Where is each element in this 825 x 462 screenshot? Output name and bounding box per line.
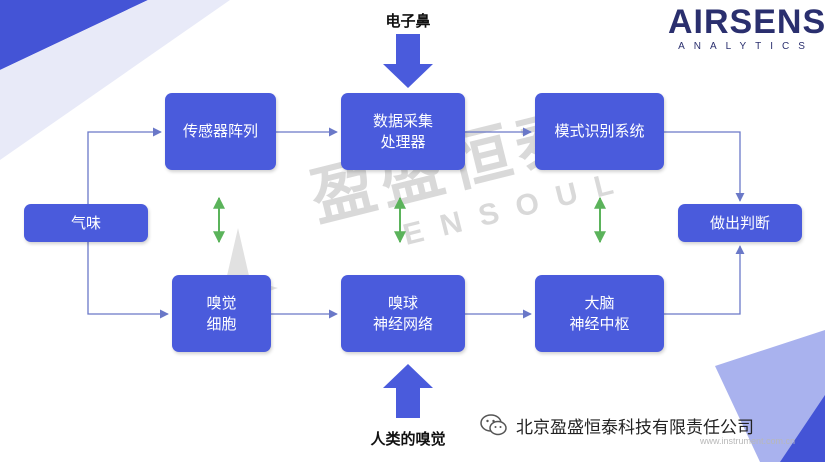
node-olfactory-bulb-line2: 神经网络: [372, 314, 433, 333]
node-olfactory-cells-line2: 细胞: [206, 314, 237, 333]
node-olfactory-cells: 嗅觉 细胞: [172, 275, 271, 352]
node-olfactory-bulb: 嗅球 神经网络: [341, 275, 465, 352]
logo-sub: ANALYTICS: [678, 41, 814, 52]
company-footer: 北京盈盛恒泰科技有限责任公司: [480, 412, 810, 438]
node-odor-label: 气味: [70, 213, 101, 232]
node-brain: 大脑 神经中枢: [535, 275, 664, 352]
label-human-olfaction: 人类的嗅觉: [370, 430, 446, 448]
node-decision-label: 做出判断: [709, 213, 770, 232]
node-decision: 做出判断: [678, 204, 802, 242]
logo-main: AIRSENSE: [668, 3, 825, 41]
node-sensor-array: 传感器阵列: [165, 93, 276, 170]
node-data-processor: 数据采集 处理器: [341, 93, 465, 170]
node-olfactory-cells-line1: 嗅觉: [206, 293, 237, 312]
node-brain-line1: 大脑: [584, 293, 615, 312]
wechat-icon: [480, 414, 507, 436]
node-brain-line2: 神经中枢: [569, 314, 630, 333]
label-electronic-nose: 电子鼻: [385, 12, 431, 30]
node-sensor-array-label: 传感器阵列: [182, 122, 258, 140]
company-name: 北京盈盛恒泰科技有限责任公司: [516, 417, 754, 438]
site-watermark: www.instrument.com.cn: [700, 436, 796, 446]
node-data-processor-line2: 处理器: [380, 132, 426, 151]
node-pattern-recognition-label: 模式识别系统: [554, 122, 645, 140]
node-pattern-recognition: 模式识别系统: [535, 93, 664, 170]
airsense-logo: AIRSENSE ANALYTICS: [668, 3, 825, 52]
node-odor: 气味: [24, 204, 148, 242]
node-data-processor-line1: 数据采集: [372, 111, 433, 130]
node-olfactory-bulb-line1: 嗅球: [387, 293, 418, 312]
